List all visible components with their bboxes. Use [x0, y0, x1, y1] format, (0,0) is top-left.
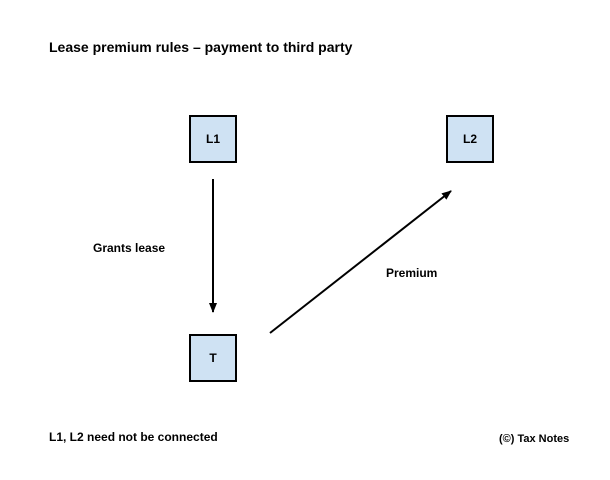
footnote: L1, L2 need not be connected — [49, 430, 218, 444]
node-l2-label: L2 — [462, 132, 477, 146]
arrow-premium — [269, 190, 452, 334]
copyright-notice: (©) Tax Notes — [499, 433, 570, 445]
edge-label-grants-lease: Grants lease — [93, 241, 166, 255]
node-l2: L2 — [446, 115, 494, 163]
node-t-label: T — [209, 351, 217, 365]
node-l1: L1 — [189, 115, 237, 163]
node-t: T — [189, 334, 237, 382]
diagram-title: Lease premium rules – payment to third p… — [49, 39, 353, 55]
edge-label-premium: Premium — [386, 266, 438, 280]
node-l1-label: L1 — [205, 132, 220, 146]
